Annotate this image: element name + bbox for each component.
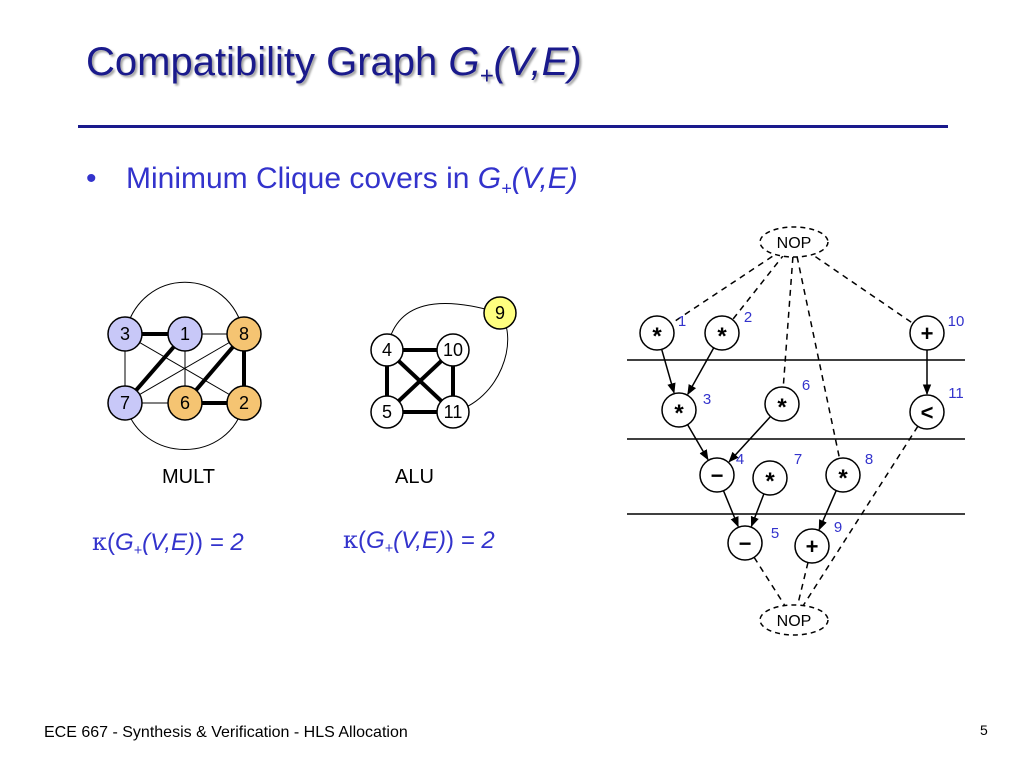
node-label-7: 7	[120, 393, 130, 413]
operation-number-2: 2	[744, 309, 752, 326]
node-label-5: 5	[382, 402, 392, 422]
dashed-edge-5-NOP_bottom	[753, 556, 787, 608]
operation-number-4: 4	[736, 451, 744, 468]
nop-top-node-label: NOP	[777, 235, 812, 252]
operation-number-11: 11	[948, 385, 964, 402]
dependency-edge-8-9	[818, 490, 837, 531]
edge-7-2	[124, 402, 245, 450]
operation-symbol-8: *	[838, 465, 848, 492]
dashed-edge-11-NOP_bottom	[801, 425, 919, 608]
operation-number-3: 3	[703, 391, 711, 408]
operation-symbol-2: *	[717, 323, 727, 350]
dependency-edge-6-4	[728, 416, 772, 463]
operation-number-7: 7	[794, 451, 802, 468]
dependency-edge-1-3	[660, 349, 676, 394]
dependency-edge-2-3	[687, 347, 715, 396]
node-3	[107, 316, 143, 352]
node-2	[226, 385, 262, 421]
bullet-marker: •	[86, 162, 97, 195]
operation-number-9: 9	[834, 519, 842, 536]
edge-3-8	[124, 281, 245, 335]
operation-symbol-6: *	[777, 394, 787, 421]
node-label-9: 9	[495, 303, 505, 323]
dependency-edge-3-4	[686, 424, 709, 461]
node-9	[483, 296, 517, 330]
footer-text: ECE 667 - Synthesis & Verification - HLS…	[44, 724, 408, 741]
mult-clique-number: κ(G+(V,E)) = 2	[92, 528, 244, 560]
node-1	[167, 316, 203, 352]
operation-symbol-4: −	[711, 463, 724, 488]
nop-bottom-node	[759, 604, 829, 636]
title-math: G+(V,E)	[448, 40, 582, 90]
nop-bottom-node-label: NOP	[777, 613, 812, 630]
node-label-1: 1	[180, 324, 190, 344]
operation-node-8	[825, 457, 861, 493]
operation-node-7	[752, 460, 788, 496]
node-5	[370, 395, 404, 429]
operation-symbol-11: <	[921, 400, 934, 425]
dependency-edge-4-5	[722, 490, 739, 528]
node-7	[107, 385, 143, 421]
mult-caption: MULT	[162, 466, 215, 488]
node-label-10: 10	[443, 340, 463, 360]
dashed-edge-NOP_top-8	[796, 256, 841, 459]
node-label-2: 2	[239, 393, 249, 413]
operation-node-5	[727, 525, 763, 561]
alu-clique-number: κ(G+(V,E)) = 2	[343, 526, 495, 558]
operation-node-11	[909, 394, 945, 430]
title-text: Compatibility Graph	[86, 40, 449, 84]
operation-symbol-10: +	[921, 321, 934, 346]
node-label-3: 3	[120, 324, 130, 344]
bullet-math: G+(V,E)	[477, 162, 578, 199]
dashed-edge-9-NOP_bottom	[796, 562, 809, 606]
page-number: 5	[980, 722, 988, 738]
mult-compatibility-graph: 3 1 8 7 6 2	[107, 281, 262, 450]
node-label-8: 8	[239, 324, 249, 344]
dashed-edge-NOP_top-2	[731, 253, 786, 321]
operation-symbol-3: *	[674, 400, 684, 427]
edge-7-8	[124, 333, 245, 404]
bullet-item: • Minimum Clique covers in G+(V,E)	[86, 162, 578, 199]
title-divider	[78, 125, 948, 128]
operation-symbol-7: *	[765, 468, 775, 495]
node-6	[167, 385, 203, 421]
operation-node-9	[794, 528, 830, 564]
operation-symbol-5: −	[739, 531, 752, 556]
operation-node-1	[639, 315, 675, 351]
operation-number-1: 1	[678, 313, 686, 330]
operation-node-2	[704, 315, 740, 351]
operation-node-4	[699, 457, 735, 493]
node-4	[370, 333, 404, 367]
operation-number-10: 10	[948, 313, 965, 330]
operation-symbol-9: +	[806, 534, 819, 559]
operation-number-6: 6	[802, 377, 810, 394]
operation-node-6	[764, 386, 800, 422]
alu-compatibility-graph: 9 4 10 5 11	[370, 296, 517, 429]
dependency-edge-7-5	[750, 493, 765, 528]
node-10	[436, 333, 470, 367]
operation-node-3	[661, 392, 697, 428]
slide-title: Compatibility Graph G+(V,E)	[86, 40, 582, 90]
node-11	[436, 395, 470, 429]
bullet-text: Minimum Clique covers in	[126, 162, 478, 195]
dashed-edge-NOP_top-6	[782, 256, 794, 388]
operation-number-8: 8	[865, 451, 873, 468]
node-8	[226, 316, 262, 352]
nop-top-node	[759, 226, 829, 258]
node-label-11: 11	[444, 402, 463, 422]
operation-symbol-1: *	[652, 323, 662, 350]
node-label-6: 6	[180, 393, 190, 413]
operation-node-10	[909, 315, 945, 351]
dashed-edge-NOP_top-10	[805, 249, 914, 325]
operation-number-5: 5	[771, 525, 779, 542]
dashed-edge-NOP_top-1	[670, 249, 782, 325]
alu-caption: ALU	[395, 466, 434, 488]
node-label-4: 4	[382, 340, 392, 360]
